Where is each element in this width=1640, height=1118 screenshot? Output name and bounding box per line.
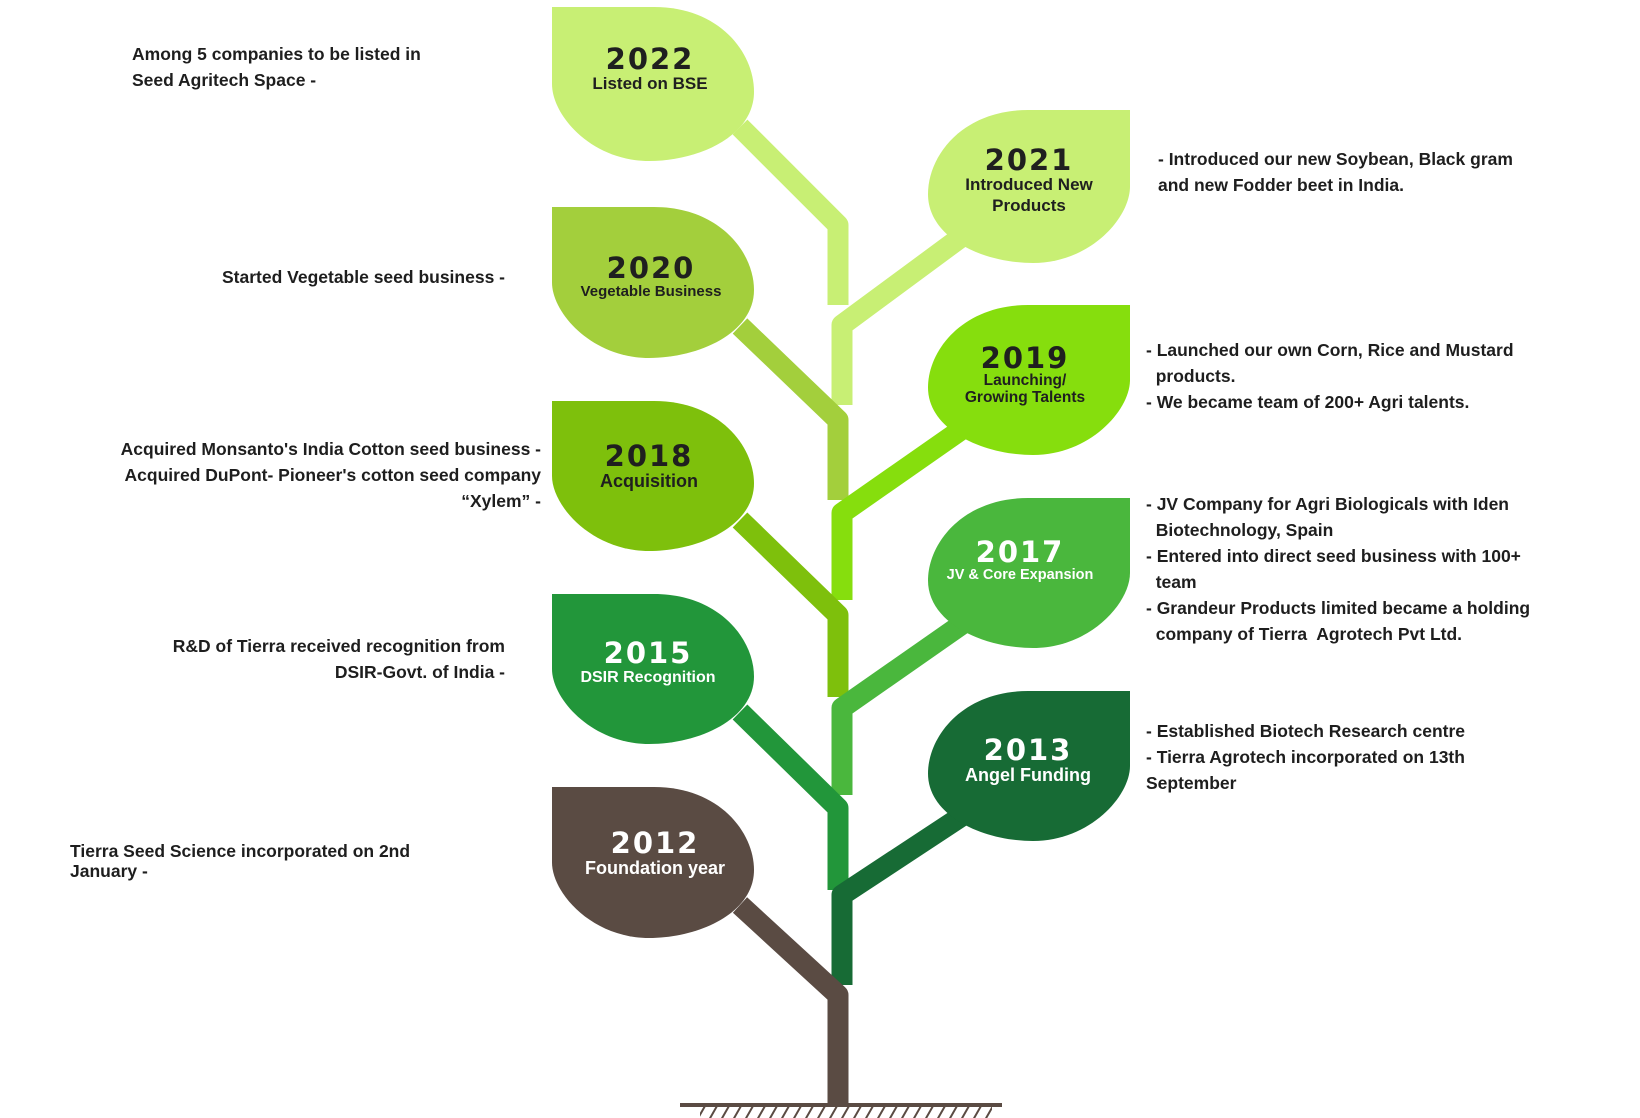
note-2021-line: - Introduced our new Soybean, Black gram <box>1158 149 1513 169</box>
stem-2021 <box>831 223 975 405</box>
note-2019-line: - We became team of 200+ Agri talents. <box>1146 392 1470 412</box>
note-2012-line: January - <box>70 861 148 881</box>
title-2021-line2: Products <box>992 195 1066 215</box>
note-2017-line: company of Tierra Agrotech Pvt Ltd. <box>1146 624 1463 644</box>
title-2019-line1: Launching/ <box>983 372 1067 390</box>
year-2012: 2012 <box>610 826 700 860</box>
note-2012-line: Tierra Seed Science incorporated on 2nd <box>70 841 411 861</box>
note-2017-line: team <box>1146 572 1197 592</box>
leaf-label-2013: 2013 Angel Funding <box>938 735 1118 787</box>
note-2012: Tierra Seed Science incorporated on 2nd … <box>70 841 510 881</box>
stem-2017 <box>831 611 975 795</box>
note-2021-line: and new Fodder beet in India. <box>1158 175 1404 195</box>
note-2022-line: Among 5 companies to be listed in <box>132 44 421 64</box>
title-2021-line1: Introduced New <box>965 175 1093 195</box>
title-2022: Listed on BSE <box>592 74 708 94</box>
stem-2019 <box>831 416 975 600</box>
leaf-2019 <box>928 305 1130 455</box>
note-2019: - Launched our own Corn, Rice and Mustar… <box>1146 337 1636 415</box>
note-2013: - Established Biotech Research centre - … <box>1146 718 1636 796</box>
title-2013: Angel Funding <box>965 765 1091 786</box>
leaf-2017 <box>928 498 1130 648</box>
leaf-label-2022: 2022 Listed on BSE <box>565 44 735 95</box>
ground <box>680 1103 1002 1118</box>
stem-2013 <box>831 803 974 985</box>
year-2019: 2019 <box>980 341 1070 375</box>
note-2018-line: “Xylem” - <box>461 491 541 511</box>
note-2017-line: - Entered into direct seed business with… <box>1146 546 1521 566</box>
note-2018: Acquired Monsanto's India Cotton seed bu… <box>8 436 541 514</box>
note-2015-line: DSIR-Govt. of India - <box>334 662 505 682</box>
note-2017: - JV Company for Agri Biologicals with I… <box>1146 491 1638 647</box>
title-2012: Foundation year <box>584 858 725 879</box>
stem-2015 <box>732 704 849 890</box>
title-2019-line2: Growing Talents <box>964 388 1086 406</box>
year-2022: 2022 <box>605 42 695 76</box>
leaf-label-2018: 2018 Acquisition <box>559 441 739 493</box>
leaf-2020 <box>552 207 754 358</box>
leaf-label-2017: 2017 JV & Core Expansion <box>925 537 1115 585</box>
year-2017: 2017 <box>975 535 1065 569</box>
title-2015: DSIR Recognition <box>580 669 716 687</box>
note-2021: - Introduced our new Soybean, Black gram… <box>1158 146 1638 198</box>
ground-line <box>680 1103 1002 1107</box>
ground-hatch <box>700 1107 992 1118</box>
stem-2020 <box>732 318 849 500</box>
note-2018-line: Acquired DuPont- Pioneer's cotton seed c… <box>124 465 541 485</box>
stem-2018 <box>732 512 849 697</box>
leaf-2012 <box>552 787 754 938</box>
leaf-label-2012: 2012 Foundation year <box>560 828 750 880</box>
year-2020: 2020 <box>606 251 696 285</box>
note-2017-line: Biotechnology, Spain <box>1146 520 1334 540</box>
note-2013-line: - Tierra Agrotech incorporated on 13th <box>1146 747 1465 767</box>
leaf-label-2021: 2021 Introduced New Products <box>934 145 1124 216</box>
note-2015: R&D of Tierra received recognition from … <box>60 633 505 685</box>
leaf-2018 <box>552 401 754 551</box>
stem-2022 <box>732 119 849 305</box>
note-2020-line: Started Vegetable seed business - <box>221 267 505 287</box>
note-2022: Among 5 companies to be listed in Seed A… <box>132 41 512 93</box>
stem-segments <box>732 119 975 1103</box>
note-2013-line: September <box>1146 773 1237 793</box>
year-2015: 2015 <box>603 636 693 670</box>
year-2018: 2018 <box>604 439 694 473</box>
title-2018: Acquisition <box>600 471 698 492</box>
year-2021: 2021 <box>984 143 1074 177</box>
note-2019-line: products. <box>1146 366 1236 386</box>
leaf-2013 <box>928 691 1130 841</box>
note-2017-line: - JV Company for Agri Biologicals with I… <box>1146 494 1509 514</box>
note-2013-line: - Established Biotech Research centre <box>1146 721 1465 741</box>
note-2018-line: Acquired Monsanto's India Cotton seed bu… <box>120 439 541 459</box>
leaf-2021 <box>928 110 1130 263</box>
note-2017-line: - Grandeur Products limited became a hol… <box>1146 598 1531 618</box>
title-2020: Vegetable Business <box>580 283 722 301</box>
note-2019-line: - Launched our own Corn, Rice and Mustar… <box>1146 340 1514 360</box>
leaves <box>552 7 1130 938</box>
leaf-label-2015: 2015 DSIR Recognition <box>558 638 738 688</box>
leaf-2022 <box>552 7 754 161</box>
note-2022-line: Seed Agritech Space - <box>132 70 317 90</box>
year-2013: 2013 <box>983 733 1073 767</box>
leaf-label-2019: 2019 Launching/ Growing Talents <box>935 343 1115 406</box>
note-2020: Started Vegetable seed business - <box>100 264 505 290</box>
note-2015-line: R&D of Tierra received recognition from <box>172 636 505 656</box>
title-2017: JV & Core Expansion <box>946 567 1094 584</box>
leaf-2015 <box>552 594 754 744</box>
stem-2012 <box>732 897 849 1103</box>
leaf-label-2020: 2020 Vegetable Business <box>556 253 746 301</box>
